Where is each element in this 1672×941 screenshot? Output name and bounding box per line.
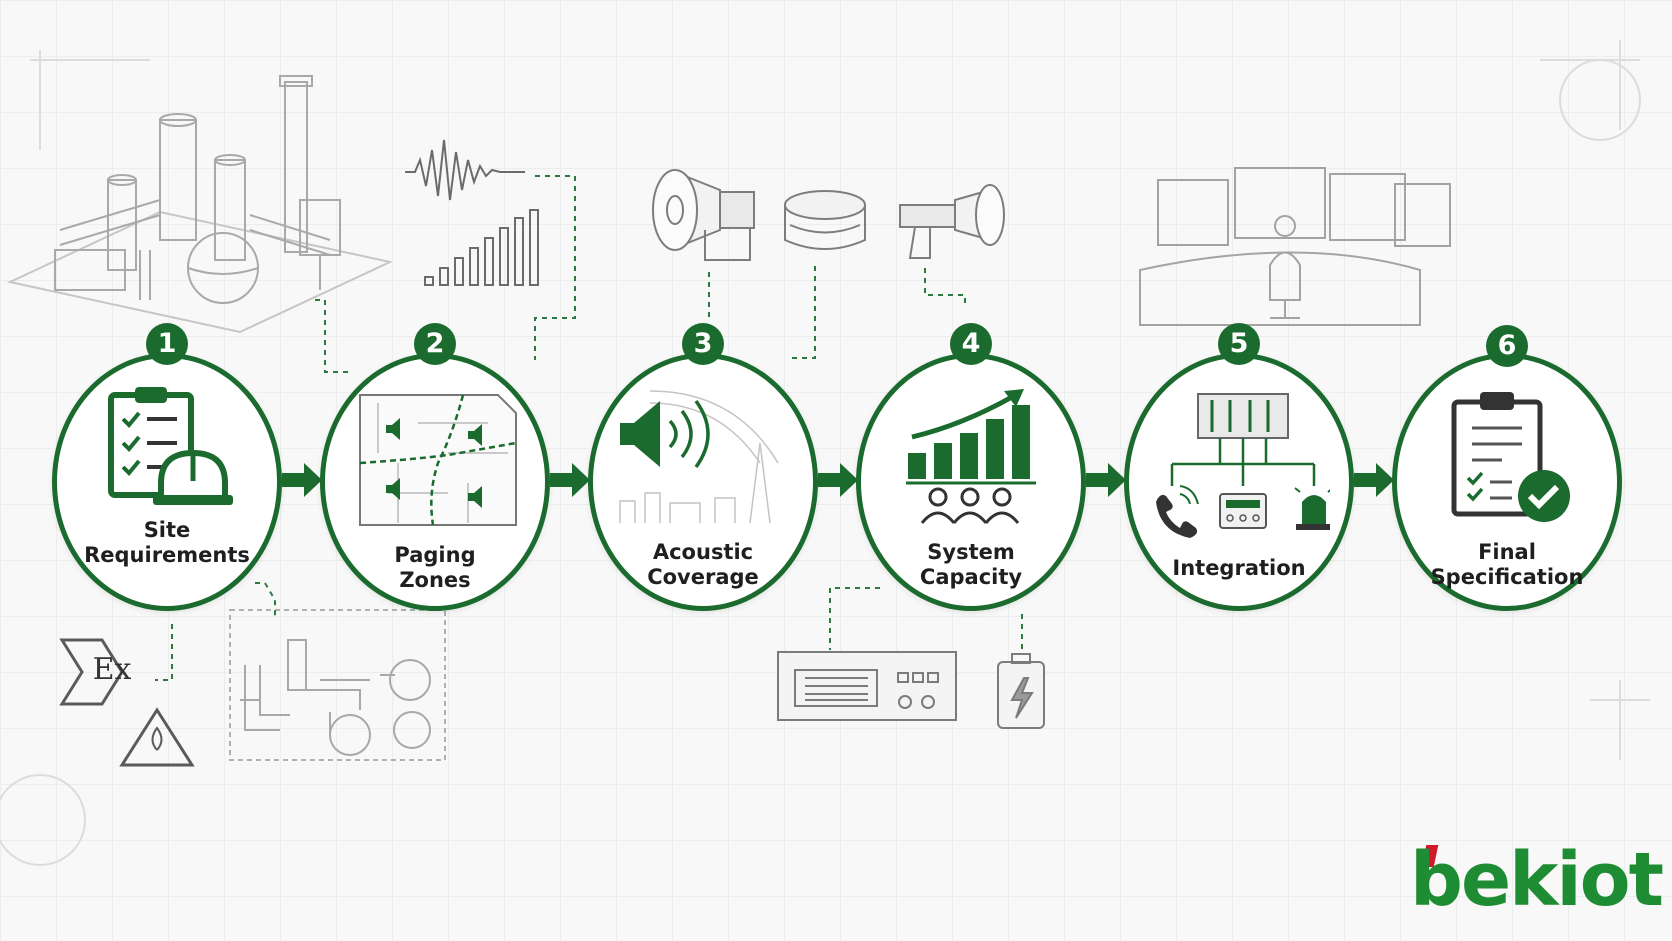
- step-4-badge: 4: [950, 323, 992, 365]
- control-room-illustration: [1139, 167, 1451, 326]
- signal-illustration: [405, 139, 539, 286]
- arrow-5-to-6: [1354, 463, 1394, 497]
- schematic-illustration: [229, 609, 446, 761]
- horn-speaker-illustration: [652, 169, 755, 261]
- clipboard-hardhat-icon: [108, 387, 233, 505]
- dashed-connectors: [155, 175, 1023, 681]
- amplifier-illustration: [777, 651, 957, 721]
- step-1-badge: 1: [146, 323, 188, 365]
- ceiling-speaker-illustration: [784, 190, 866, 250]
- refinery-illustration: [6, 75, 394, 334]
- step-4-label: System Capacity: [919, 540, 1023, 589]
- growth-chart-people-icon: [906, 389, 1036, 524]
- step-1-label: Site Requirements: [84, 518, 250, 567]
- step-6-badge: 6: [1486, 325, 1528, 367]
- step-5-badge: 5: [1218, 323, 1260, 365]
- step-3-badge: 3: [682, 323, 724, 365]
- arrow-4-to-5: [1086, 463, 1126, 497]
- step-2-badge: 2: [414, 323, 456, 365]
- step-6-label: Final Specification: [1430, 540, 1584, 589]
- arrow-1-to-2: [282, 463, 322, 497]
- integration-network-icon: [1156, 393, 1330, 538]
- arrow-3-to-4: [818, 463, 858, 497]
- step-3-label: Acoustic Coverage: [647, 540, 759, 589]
- horn-speaker-small-illustration: [899, 184, 1005, 259]
- bekiot-logo: bekiot: [1410, 837, 1664, 923]
- speaker-waves-icon: [619, 390, 779, 524]
- clipboard-check-icon: [1451, 392, 1570, 522]
- battery-illustration: [997, 653, 1045, 729]
- arrow-2-to-3: [550, 463, 590, 497]
- ex-hazard-icon: Ex: [92, 652, 132, 687]
- hazard-illustration: [59, 638, 195, 767]
- step-2-label: Paging Zones: [394, 543, 476, 592]
- step-5-label: Integration: [1172, 556, 1306, 580]
- zone-map-icon: [359, 394, 517, 526]
